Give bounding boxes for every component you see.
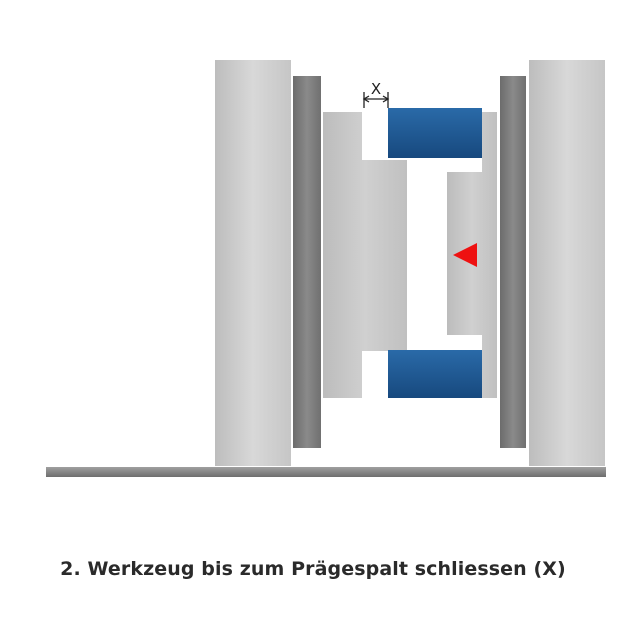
right-clamp-plate [500, 76, 526, 448]
base-rail [46, 467, 606, 477]
right-platen [529, 60, 605, 466]
left-mold-half [323, 112, 407, 398]
blue-block-top [388, 108, 482, 158]
mold-diagram: X [46, 60, 606, 477]
gap-dimension-marker [362, 92, 390, 108]
arrow-left-icon [453, 243, 477, 267]
left-platen [215, 60, 291, 466]
left-clamp-plate [293, 76, 321, 448]
blue-block-bottom [388, 350, 482, 398]
gap-label: X [371, 80, 381, 98]
step-caption: 2. Werkzeug bis zum Prägespalt schliesse… [60, 558, 566, 580]
